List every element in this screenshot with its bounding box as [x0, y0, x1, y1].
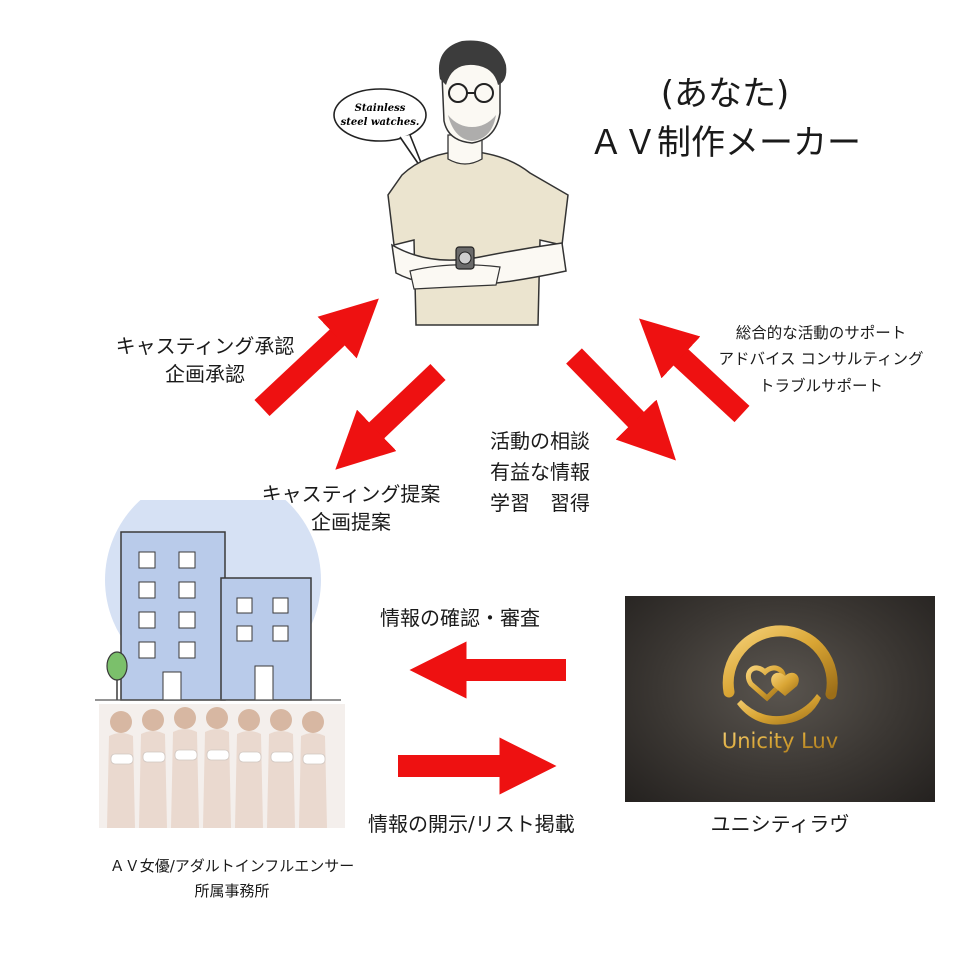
label-proposal-line2: 企画提案: [311, 510, 391, 534]
label-proposal: キャスティング提案 企画提案: [242, 480, 460, 536]
arrow-consult: [566, 348, 676, 461]
label-support: 総合的な活動のサポート アドバイス コンサルティング トラブルサポート: [702, 320, 940, 399]
maker-illustration: Stainless steel watches.: [333, 40, 569, 326]
label-approval-line1: キャスティング承認: [115, 334, 295, 358]
agency-caption-line1: ＡＶ女優/アダルトインフルエンサー: [109, 857, 355, 875]
label-consult-line2: 有益な情報: [490, 460, 590, 484]
unicity-caption: ユニシティラヴ: [710, 812, 850, 836]
label-support-line3: トラブルサポート: [758, 376, 883, 395]
agency-caption-line2: 所属事務所: [194, 881, 270, 900]
speech-line1: Stainless: [355, 103, 406, 114]
unicity-logo: Unicity Luv: [722, 625, 838, 753]
unicity-logo-card: Unicity Luv: [625, 596, 935, 802]
tree-icon: [106, 651, 128, 700]
label-proposal-line1: キャスティング提案: [261, 482, 441, 506]
maker-title-line2: ＡＶ制作メーカー: [589, 123, 861, 164]
speech-line2: steel watches.: [341, 117, 420, 128]
label-support-line2: アドバイス コンサルティング: [718, 350, 924, 369]
arrow-proposal: [335, 364, 446, 470]
label-approval-line2: 企画承認: [165, 362, 245, 386]
label-consult-line3: 学習 習得: [490, 491, 590, 515]
label-approval: キャスティング承認 企画承認: [96, 332, 314, 388]
label-support-line1: 総合的な活動のサポート: [735, 324, 907, 342]
arrow-approval: [254, 298, 379, 417]
label-consult-line1: 活動の相談: [490, 429, 590, 453]
agency-caption: ＡＶ女優/アダルトインフルエンサー 所属事務所: [82, 854, 382, 904]
maker-title-line1: (あなた): [660, 74, 790, 114]
unicity-logo-text: Unicity Luv: [722, 729, 838, 753]
talent-group: [99, 704, 345, 828]
label-consult: 活動の相談 有益な情報 学習 習得: [490, 426, 590, 519]
label-disclose: 情報の開示/リスト掲載: [368, 812, 575, 836]
arrow-support: [639, 318, 750, 423]
label-review: 情報の確認・審査: [380, 606, 540, 630]
maker-title: (あなた) ＡＶ制作メーカー: [560, 70, 890, 169]
watch-icon: [455, 246, 475, 270]
agency-illustration: [95, 500, 345, 828]
